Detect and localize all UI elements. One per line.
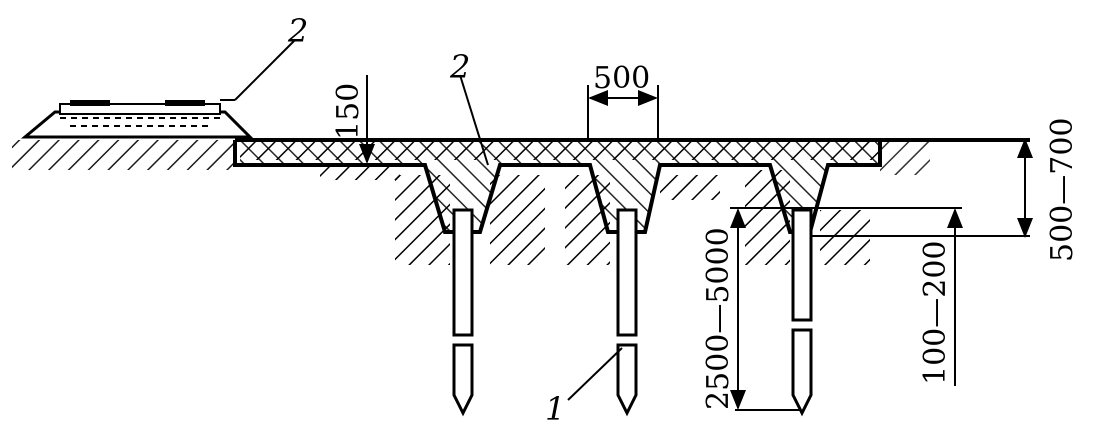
callout-2-left-leader xyxy=(234,39,296,101)
dim-2500-5000 xyxy=(730,207,962,411)
pile-3 xyxy=(791,208,813,417)
pile-2 xyxy=(616,208,638,417)
dim-100-200-label: 100—200 xyxy=(918,240,953,385)
dim-500-700 xyxy=(810,138,1033,238)
callout-2-left-label: 2 xyxy=(287,12,308,50)
dim-150-label: 150 xyxy=(331,83,366,140)
dim-500-label: 500 xyxy=(593,61,650,96)
raft-hatch-fill xyxy=(240,142,878,230)
callout-2-mid-label: 2 xyxy=(449,48,470,86)
dim-500 xyxy=(587,85,659,140)
pile-1 xyxy=(452,208,474,417)
dim-500-700-label: 500—700 xyxy=(1045,117,1080,262)
callout-1-leader xyxy=(567,347,623,401)
dim-2500-5000-label: 2500—5000 xyxy=(701,227,736,410)
track-bed xyxy=(20,100,254,139)
callout-1-label: 1 xyxy=(545,390,565,428)
callout-2-mid-leader xyxy=(459,74,489,166)
